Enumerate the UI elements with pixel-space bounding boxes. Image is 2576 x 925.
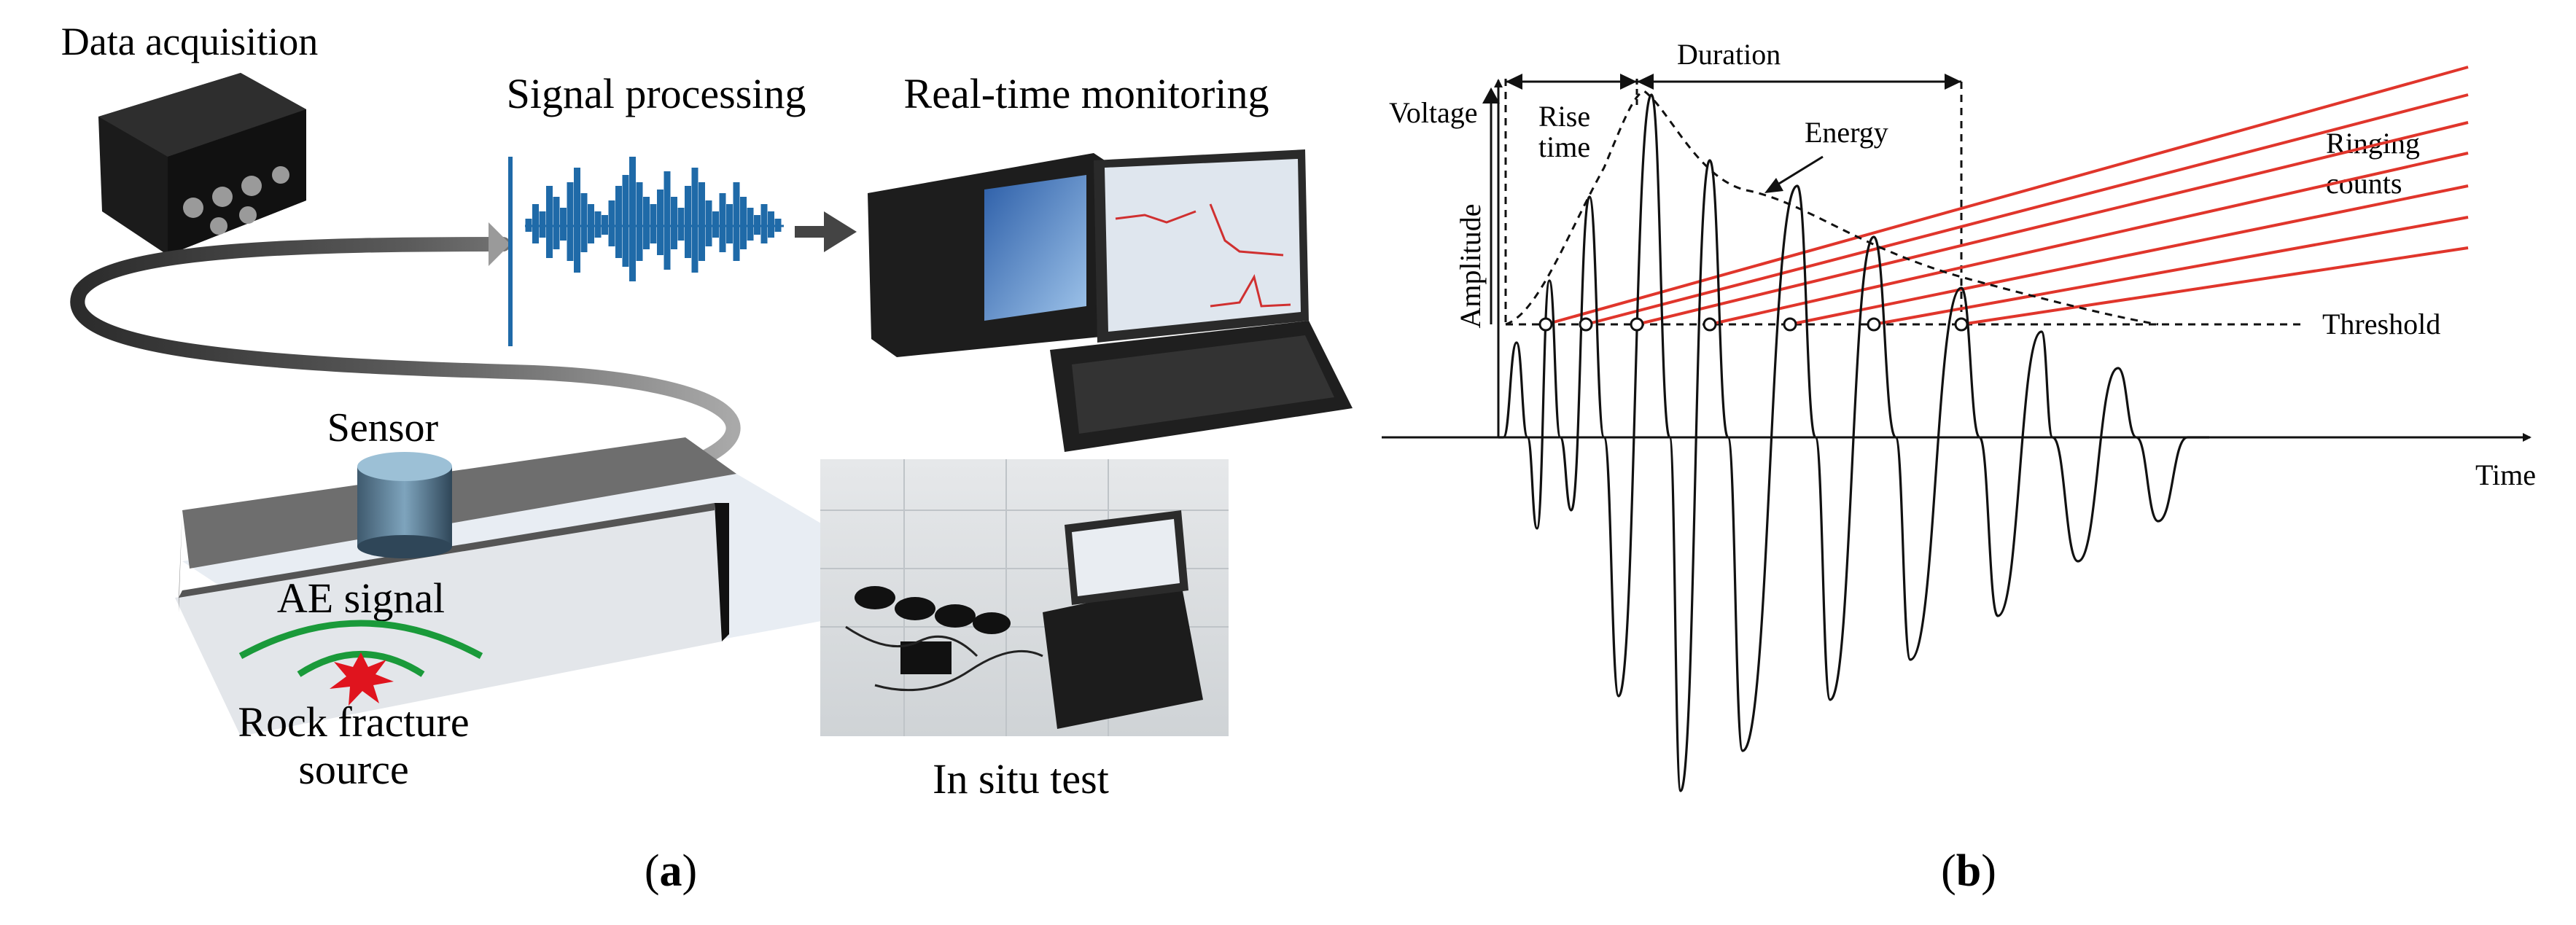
label-energy: Energy xyxy=(1805,116,1888,149)
ae-waveform xyxy=(1498,93,2209,792)
threshold-crossings xyxy=(1538,317,1969,332)
processing-arrow xyxy=(795,211,857,252)
cable-arrowhead xyxy=(489,222,510,266)
label-amplitude: Amplitude xyxy=(1454,203,1487,328)
duration-indicator xyxy=(1504,79,1963,324)
signal-waveform xyxy=(525,157,784,281)
label-rise: Rise xyxy=(1538,100,1590,133)
sensor-cable xyxy=(70,237,741,510)
caption-b-letter: b xyxy=(1956,846,1981,896)
label-threshold: Threshold xyxy=(2322,308,2440,340)
data-acquisition-device xyxy=(98,73,306,255)
label-ae-signal: AE signal xyxy=(277,574,445,622)
panel-a: Data acquisition Signal processing Real-… xyxy=(61,20,1353,896)
monitoring-computer xyxy=(868,149,1353,452)
in-situ-photo xyxy=(820,459,1229,736)
panel-b: Time Voltage Amplitude Duration Rise tim… xyxy=(1382,38,2536,896)
label-rock-fracture: Rock fracture xyxy=(238,698,469,746)
caption-a: (a) xyxy=(645,846,697,896)
ae-sensor xyxy=(357,452,452,558)
label-signal-processing: Signal processing xyxy=(507,70,806,117)
label-source: source xyxy=(298,746,408,793)
label-data-acquisition: Data acquisition xyxy=(61,20,318,63)
caption-a-letter: a xyxy=(660,846,682,896)
label-sensor: Sensor xyxy=(327,405,439,450)
caption-b: (b) xyxy=(1941,846,1996,896)
label-time-axis: Time xyxy=(2475,458,2536,491)
label-real-time-monitoring: Real-time monitoring xyxy=(904,70,1269,117)
energy-envelope xyxy=(1505,90,2159,326)
label-in-situ-test: In situ test xyxy=(933,755,1109,803)
label-duration: Duration xyxy=(1677,38,1781,71)
label-rise-time: time xyxy=(1538,130,1590,163)
fracture-source-star xyxy=(330,652,394,706)
energy-pointer xyxy=(1771,155,1824,190)
label-voltage: Voltage xyxy=(1389,96,1477,129)
